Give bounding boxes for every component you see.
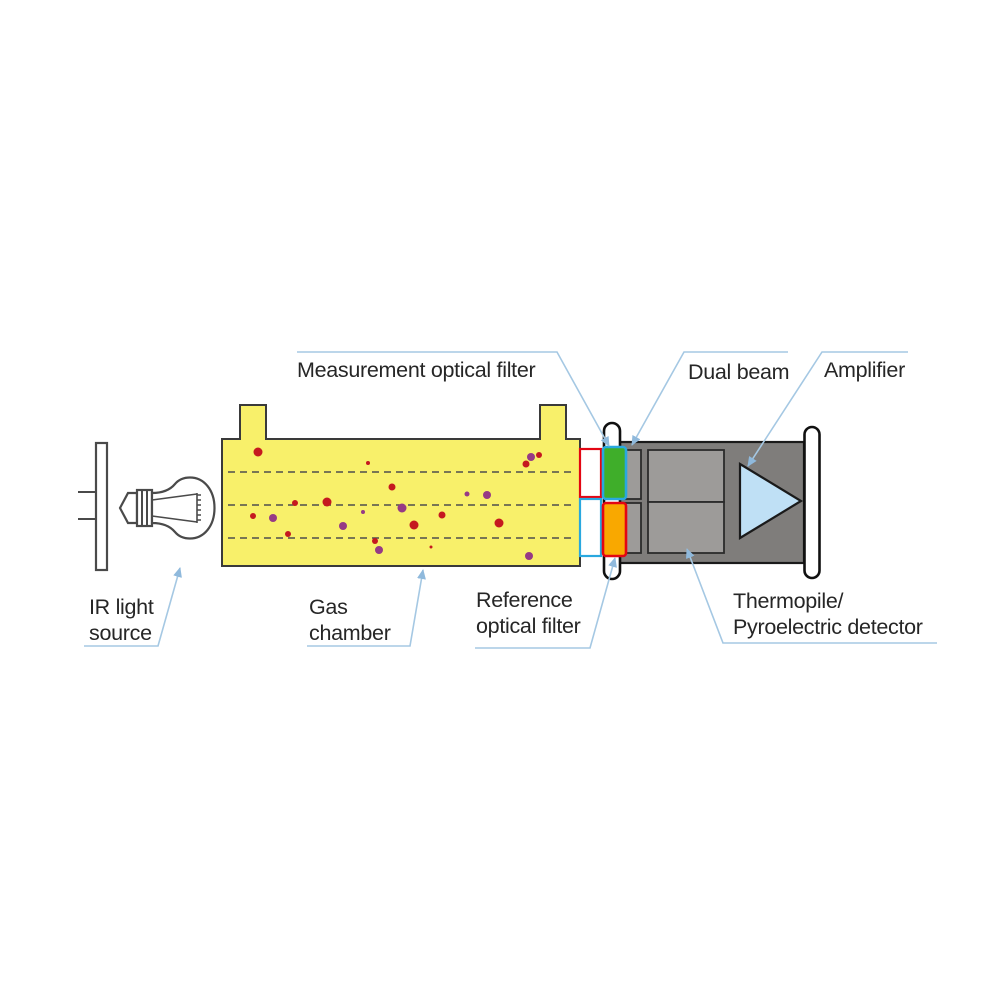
- gas-molecules: [250, 447, 542, 560]
- amplifier-label: Amplifier: [824, 357, 905, 383]
- gas-molecule-dot: [438, 511, 446, 519]
- gas-molecule-dot: [361, 510, 365, 514]
- gas-molecule-dot: [522, 460, 530, 468]
- bulb-base-icon: [135, 488, 154, 528]
- thermopile-cell-bottom: [647, 501, 725, 554]
- thermopile-cell-top: [647, 449, 725, 503]
- bulb-glass-icon: [150, 476, 216, 540]
- gas-molecule-dot: [250, 513, 256, 519]
- gas-molecule-dot: [375, 546, 383, 554]
- gas-molecule-dot: [322, 497, 332, 507]
- amplifier-triangle: [738, 462, 804, 540]
- detector-label: Thermopile/ Pyroelectric detector: [733, 588, 923, 640]
- bulb-filament-icon: [151, 493, 201, 523]
- gas-chamber-label-line1: Gas: [309, 595, 348, 619]
- ir-source-label: IR light source: [89, 594, 154, 646]
- dual-beam-label: Dual beam: [688, 359, 790, 385]
- detector-leader: [686, 548, 937, 644]
- gas-molecule-dot: [429, 545, 433, 549]
- gas-molecule-dot: [388, 483, 396, 491]
- dual-beam-leader: [631, 351, 788, 446]
- detector-end-capsule: [803, 425, 821, 580]
- gas-molecule-dot: [525, 552, 533, 560]
- ir-source-label-line1: IR light: [89, 595, 154, 619]
- gas-chamber-outline: [221, 404, 581, 567]
- bulb-tip-icon: [118, 491, 139, 525]
- reference-filter-leader: [475, 557, 617, 649]
- reference-filter-label-line1: Reference: [476, 588, 573, 612]
- gas-molecule-dot: [409, 520, 419, 530]
- gas-chamber-leader: [307, 569, 426, 647]
- ir-source-label-line2: source: [89, 621, 152, 645]
- reference-filter-label: Reference optical filter: [476, 587, 581, 639]
- gas-molecule-dot: [536, 452, 542, 458]
- gas-molecule-dot: [464, 491, 470, 497]
- ir-light-source: [78, 441, 216, 572]
- gas-molecule-dot: [269, 514, 277, 522]
- amplifier-label-text: Amplifier: [824, 358, 905, 382]
- measurement-beam-box: [578, 447, 603, 499]
- measurement-filter-leader: [297, 351, 610, 447]
- amplifier-leader: [747, 351, 908, 467]
- measurement-filter-label-text: Measurement optical filter: [297, 358, 536, 382]
- reference-filter-rect: [601, 501, 628, 558]
- gas-molecule-dot: [292, 500, 298, 506]
- gas-molecule-dot: [253, 447, 263, 457]
- reference-filter-label-line2: optical filter: [476, 614, 581, 638]
- dual-beam-label-text: Dual beam: [688, 360, 790, 384]
- gas-molecule-dot: [494, 518, 504, 528]
- ir-reflector-plate: [94, 441, 109, 572]
- gas-chamber-label-line2: chamber: [309, 621, 391, 645]
- gas-molecule-dot: [527, 453, 535, 461]
- reference-beam-box: [578, 497, 603, 558]
- gas-molecule-dot: [483, 491, 491, 499]
- detector-label-line1: Thermopile/: [733, 589, 844, 613]
- gas-molecule-dot: [285, 531, 291, 537]
- gas-chamber-label: Gas chamber: [309, 594, 391, 646]
- measurement-filter-label: Measurement optical filter: [297, 357, 536, 383]
- gas-molecule-dot: [372, 538, 378, 544]
- gas-molecule-dot: [366, 461, 370, 465]
- ir-source-leader: [84, 567, 182, 647]
- detector-label-line2: Pyroelectric detector: [733, 615, 923, 639]
- gas-molecule-dot: [397, 503, 407, 513]
- gas-molecule-dot: [339, 522, 347, 530]
- measurement-filter-rect: [601, 445, 628, 501]
